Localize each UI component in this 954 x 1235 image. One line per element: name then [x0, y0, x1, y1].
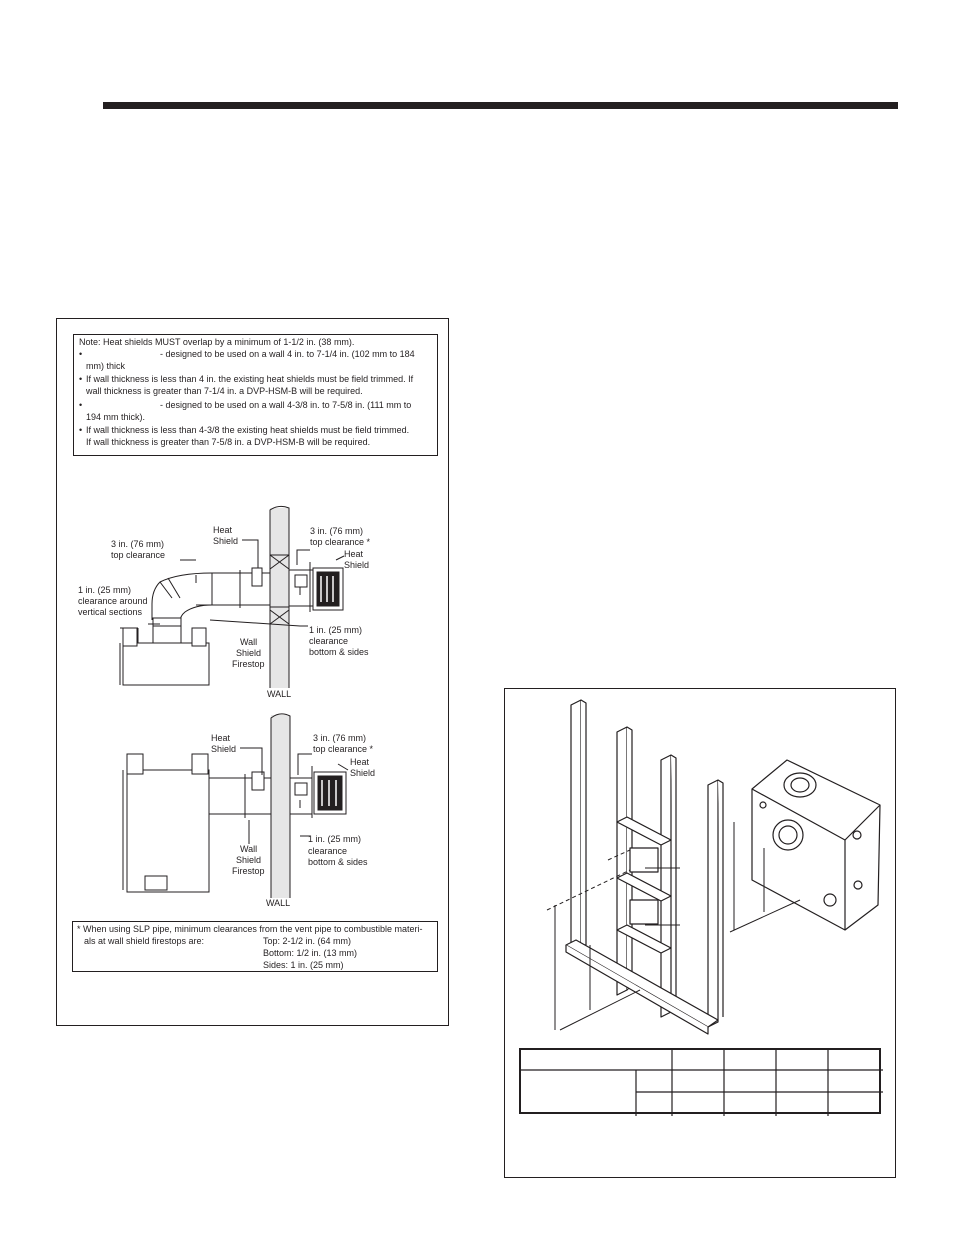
footnote-text: * When using SLP pipe, minimum clearance…	[77, 924, 423, 934]
clearance-figure-frame	[56, 318, 449, 1026]
label-heat-shield: Shield	[211, 744, 237, 754]
label-wall: WALL	[266, 898, 291, 908]
label-heat-shield-right: Heat	[344, 549, 364, 559]
label-top-clearance: top clearance	[111, 550, 166, 560]
slp-footnote-box	[72, 921, 438, 972]
label-heat-shield-right: Heat	[350, 757, 370, 767]
label-top-clearance-right: 3 in. (76 mm)	[310, 526, 364, 536]
note-bullet-1: •	[79, 349, 83, 359]
label-wall-shield: Firestop	[232, 659, 265, 669]
label-top-clearance: 3 in. (76 mm)	[111, 539, 165, 549]
footnote-top: Top: 2-1/2 in. (64 mm)	[263, 936, 352, 946]
footnote-bottom: Bottom: 1/2 in. (13 mm)	[263, 948, 358, 958]
label-around-clearance: 1 in. (25 mm)	[78, 585, 132, 595]
note-bullet-2: •	[79, 374, 83, 384]
note-text: - designed to be used on a wall 4 in. to…	[160, 349, 415, 359]
header-rule	[103, 102, 898, 109]
note-text: If wall thickness is less than 4-3/8 the…	[86, 425, 410, 435]
note-text: mm) thick	[86, 361, 125, 371]
label-heat-shield: Shield	[213, 536, 239, 546]
note-line: Note: Heat shields MUST overlap by a min…	[79, 337, 355, 347]
label-wall-shield: Firestop	[232, 866, 265, 876]
framing-figure-frame	[504, 688, 896, 1178]
note-text: If wall thickness is less than 4 in. the…	[86, 374, 414, 384]
label-top-clearance: 3 in. (76 mm)	[313, 733, 367, 743]
note-bullet-4: •	[79, 425, 83, 435]
label-bottom-clearance: bottom & sides	[309, 647, 369, 657]
note-bullet-3: •	[79, 400, 83, 410]
label-wall-shield: Wall	[240, 637, 258, 647]
label-bottom-clearance: 1 in. (25 mm)	[308, 834, 362, 844]
note-text: 194 mm thick).	[86, 412, 146, 422]
label-heat-shield-right: Shield	[344, 560, 370, 570]
label-bottom-clearance: 1 in. (25 mm)	[309, 625, 363, 635]
label-wall-shield: Shield	[236, 855, 262, 865]
footnote-sides: Sides: 1 in. (25 mm)	[263, 960, 344, 970]
label-top-clearance: top clearance *	[313, 744, 374, 754]
label-wall-shield: Shield	[236, 648, 262, 658]
label-heat-shield: Heat	[213, 525, 233, 535]
label-bottom-clearance: clearance	[308, 846, 348, 856]
label-bottom-clearance: bottom & sides	[308, 857, 368, 867]
label-wall: WALL	[267, 689, 292, 699]
note-text: - designed to be used on a wall 4-3/8 in…	[160, 400, 412, 410]
label-heat-shield-right: Shield	[350, 768, 376, 778]
heat-shield-note-box	[73, 334, 438, 456]
framing-dimension-table	[519, 1048, 883, 1116]
label-bottom-clearance: clearance	[309, 636, 349, 646]
footnote-text: als at wall shield firestops are:	[84, 936, 205, 946]
note-text: If wall thickness is greater than 7-5/8 …	[86, 437, 371, 447]
table-grid	[521, 1050, 883, 1116]
note-text: wall thickness is greater than 7-1/4 in.…	[86, 386, 363, 396]
label-wall-shield: Wall	[240, 844, 258, 854]
label-around-clearance: clearance around	[78, 596, 148, 606]
label-around-clearance: vertical sections	[78, 607, 143, 617]
label-heat-shield: Heat	[211, 733, 231, 743]
label-top-clearance-right: top clearance *	[310, 537, 371, 547]
